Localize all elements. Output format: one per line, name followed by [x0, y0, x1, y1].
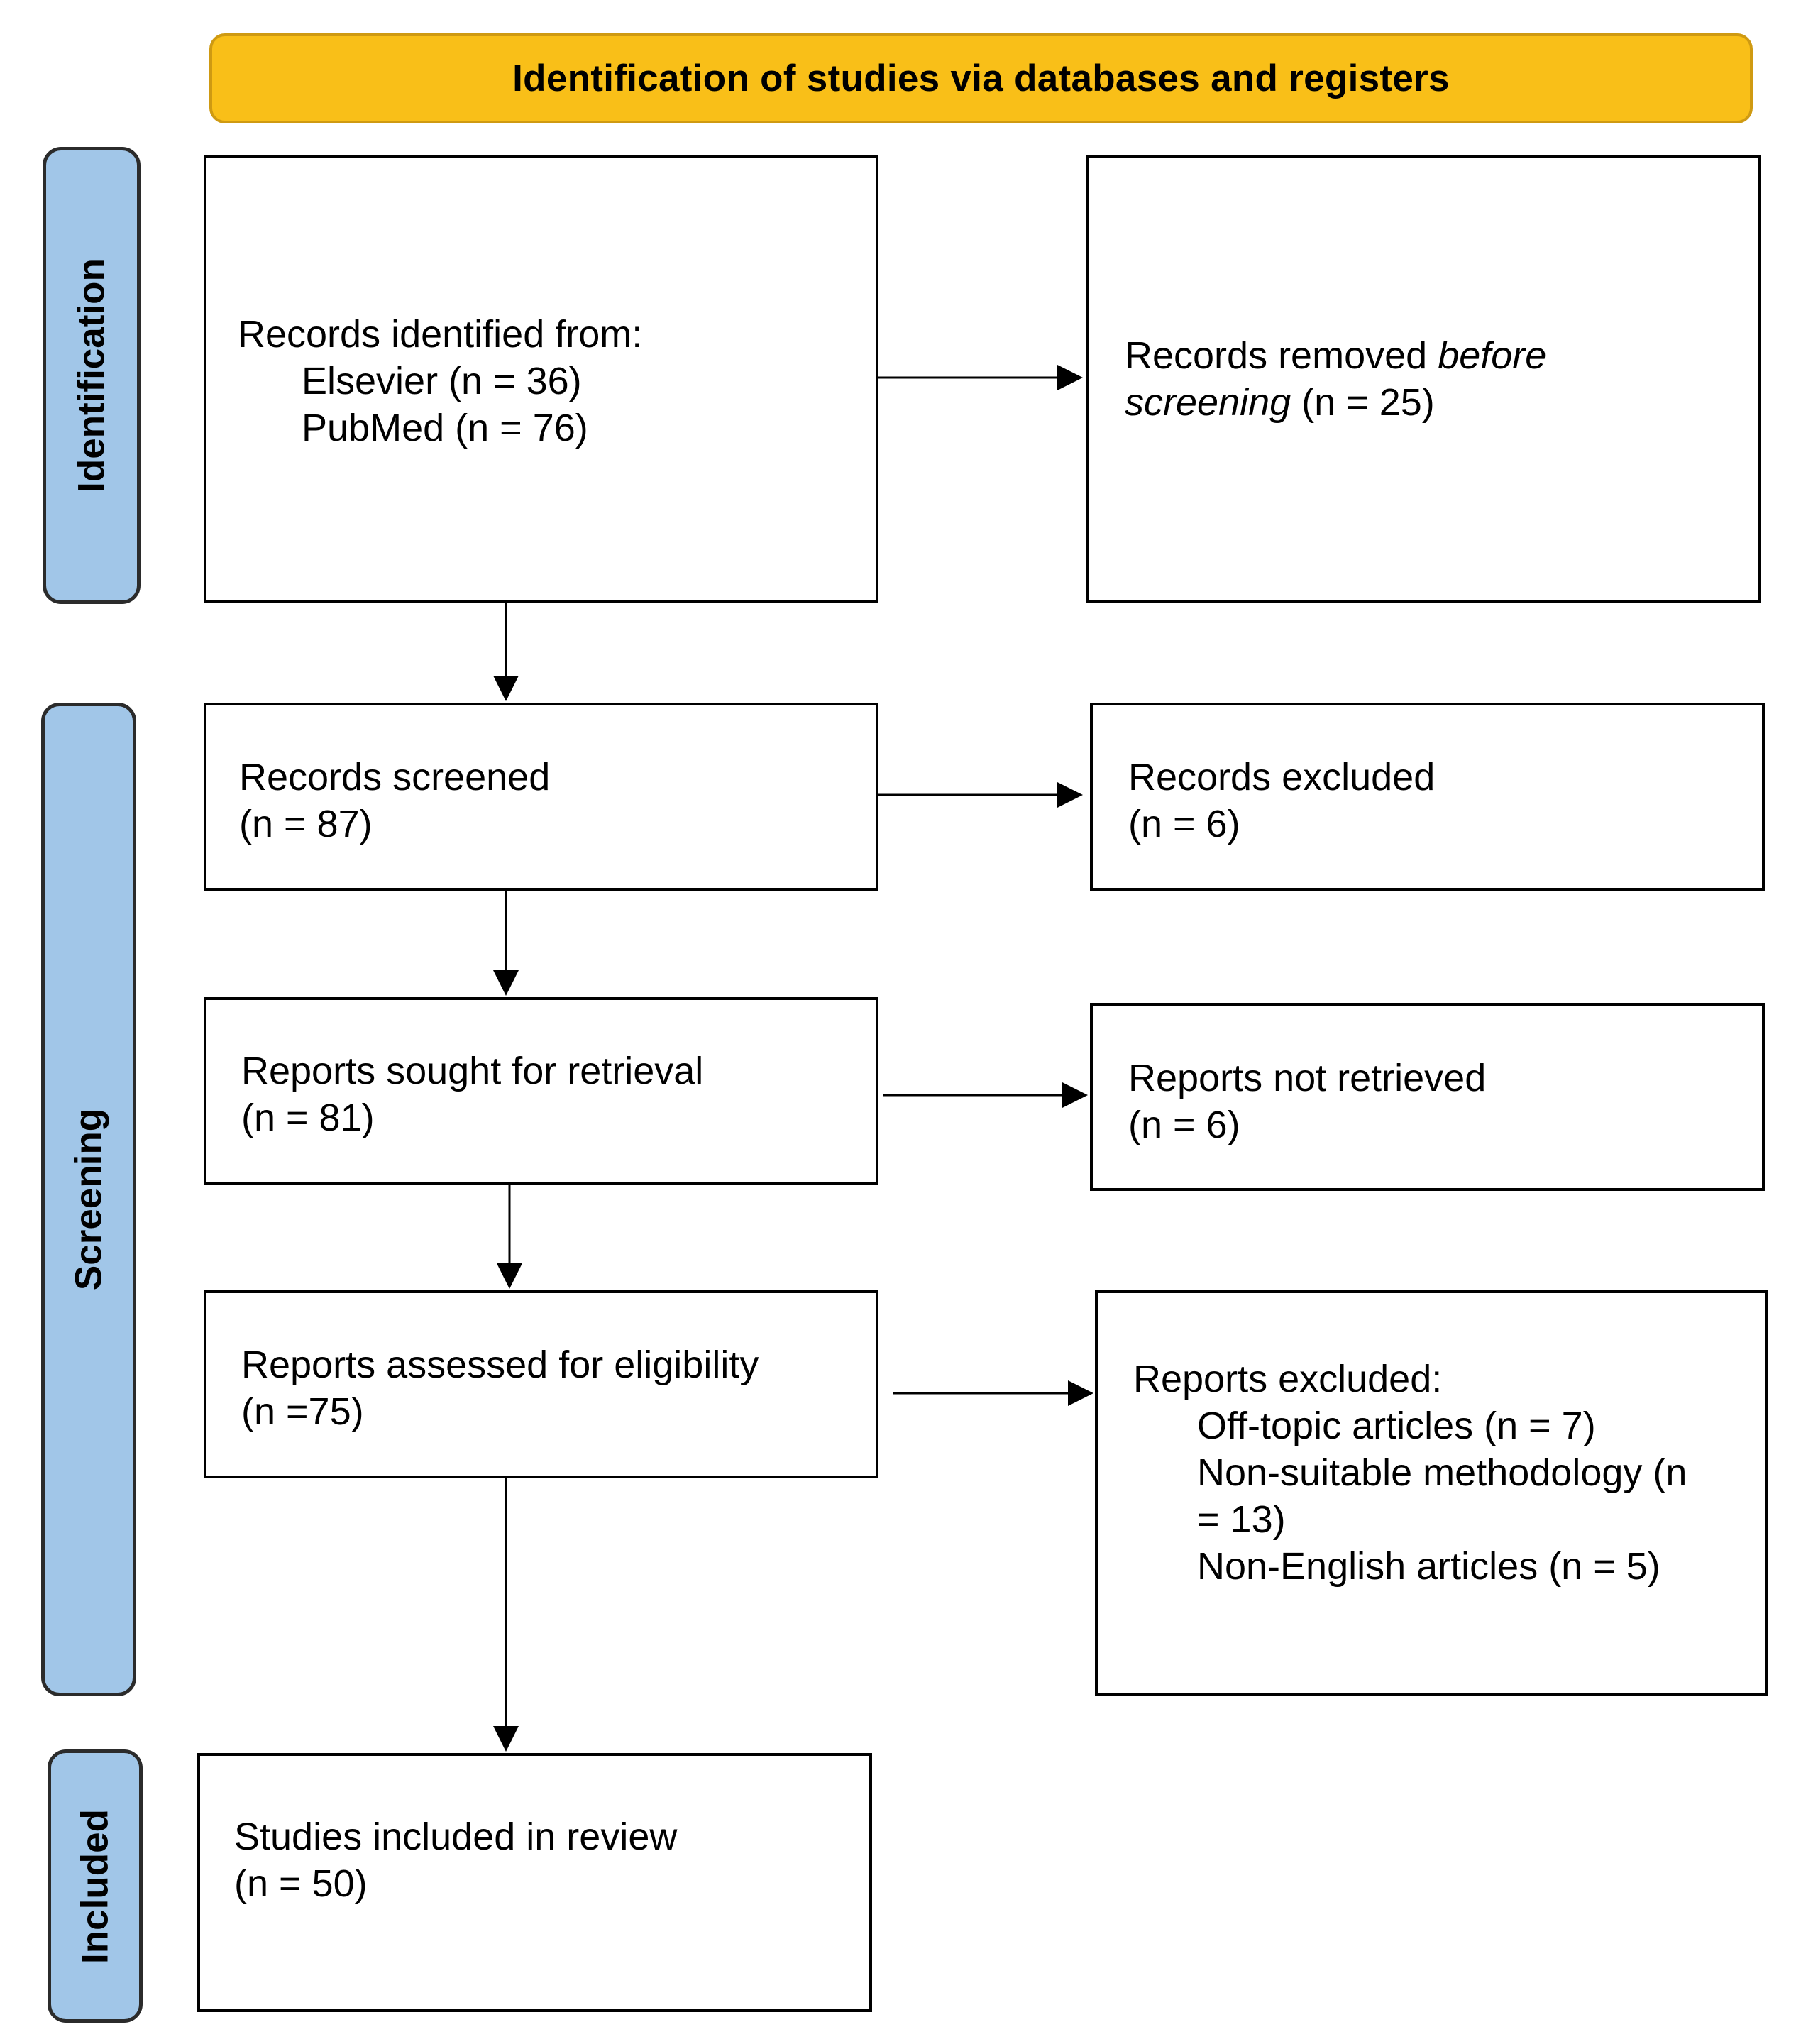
- records-identified-source-pubmed: PubMed (n = 76): [302, 407, 588, 449]
- arrowhead-reports-excluded: [1068, 1380, 1093, 1406]
- reports-excluded-text: Reports excluded: Off-topic articles (n …: [1133, 1356, 1687, 1590]
- reports-excluded-reason-offtopic: Off-topic articles (n = 7): [1197, 1405, 1596, 1447]
- records-screened-text: Records screened (n = 87): [239, 754, 550, 847]
- reports-sought-box: [204, 997, 878, 1185]
- arrowhead-excluded: [1057, 782, 1083, 808]
- records-screened-count: (n = 87): [239, 803, 373, 845]
- records-identified-source-elsevier: Elsevier (n = 36): [302, 360, 582, 402]
- records-identified-heading: Records identified from:: [238, 313, 643, 356]
- arrowhead-removed: [1057, 365, 1083, 390]
- records-excluded-box: [1090, 703, 1765, 891]
- reports-assessed-label: Reports assessed for eligibility: [241, 1344, 759, 1386]
- arrowhead-sought: [493, 970, 519, 996]
- records-identified-text: Records identified from: Elsevier (n = 3…: [238, 311, 642, 451]
- identification-banner: Identification of studies via databases …: [209, 33, 1753, 123]
- records-removed-screening: screening: [1125, 381, 1291, 424]
- reports-excluded-heading: Reports excluded:: [1133, 1358, 1443, 1400]
- records-removed-before: before: [1438, 334, 1547, 377]
- reports-assessed-count: (n =75): [241, 1390, 364, 1433]
- reports-excluded-reason-methodology-cont: = 13): [1197, 1498, 1286, 1541]
- records-removed-line1: Records removed before: [1125, 332, 1546, 379]
- reports-not-retrieved-count: (n = 6): [1128, 1104, 1240, 1146]
- reports-excluded-reason-language: Non-English articles (n = 5): [1197, 1545, 1660, 1588]
- arrowhead-included: [493, 1726, 519, 1752]
- reports-sought-count: (n = 81): [241, 1097, 375, 1139]
- reports-assessed-box: [204, 1290, 878, 1478]
- arrowhead-not-retrieved: [1062, 1082, 1088, 1108]
- reports-sought-label: Reports sought for retrieval: [241, 1050, 704, 1092]
- records-excluded-count: (n = 6): [1128, 803, 1240, 845]
- records-removed-line2: screening (n = 25): [1125, 379, 1546, 426]
- records-screened-label: Records screened: [239, 756, 551, 798]
- arrowhead-assessed: [497, 1263, 522, 1289]
- phase-identification: Identification: [43, 147, 141, 604]
- records-excluded-label: Records excluded: [1128, 756, 1436, 798]
- reports-not-retrieved-label: Reports not retrieved: [1128, 1057, 1487, 1099]
- reports-not-retrieved-box: [1090, 1003, 1765, 1191]
- reports-not-retrieved-text: Reports not retrieved (n = 6): [1128, 1055, 1486, 1148]
- studies-included-count: (n = 50): [234, 1862, 368, 1905]
- records-removed-box: [1086, 155, 1761, 603]
- reports-assessed-text: Reports assessed for eligibility (n =75): [241, 1341, 759, 1435]
- phase-screening: Screening: [41, 703, 136, 1696]
- reports-sought-text: Reports sought for retrieval (n = 81): [241, 1048, 703, 1141]
- records-screened-box: [204, 703, 878, 891]
- arrowhead-screened: [493, 676, 519, 701]
- reports-excluded-reason-methodology: Non-suitable methodology (n: [1197, 1451, 1687, 1494]
- studies-included-label: Studies included in review: [234, 1815, 678, 1858]
- records-excluded-text: Records excluded (n = 6): [1128, 754, 1435, 847]
- phase-included: Included: [48, 1749, 143, 2023]
- records-removed-count: (n = 25): [1291, 381, 1435, 424]
- reports-excluded-box: [1095, 1290, 1768, 1696]
- studies-included-box: [197, 1753, 872, 2012]
- records-removed-prefix: Records removed: [1125, 334, 1438, 377]
- records-identified-box: [204, 155, 878, 603]
- records-removed-text: Records removed before screening (n = 25…: [1125, 332, 1546, 426]
- studies-included-text: Studies included in review (n = 50): [234, 1813, 677, 1907]
